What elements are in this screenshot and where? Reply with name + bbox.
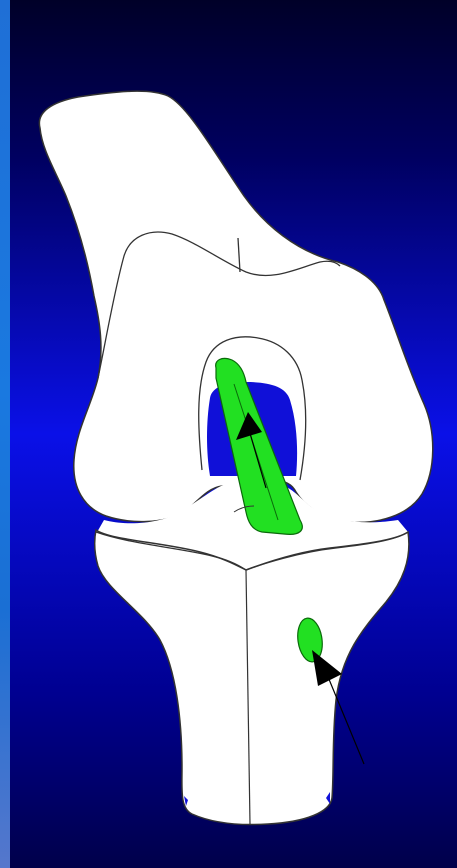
- knee-diagram: [0, 0, 457, 868]
- knee-diagram-slide: [0, 0, 457, 868]
